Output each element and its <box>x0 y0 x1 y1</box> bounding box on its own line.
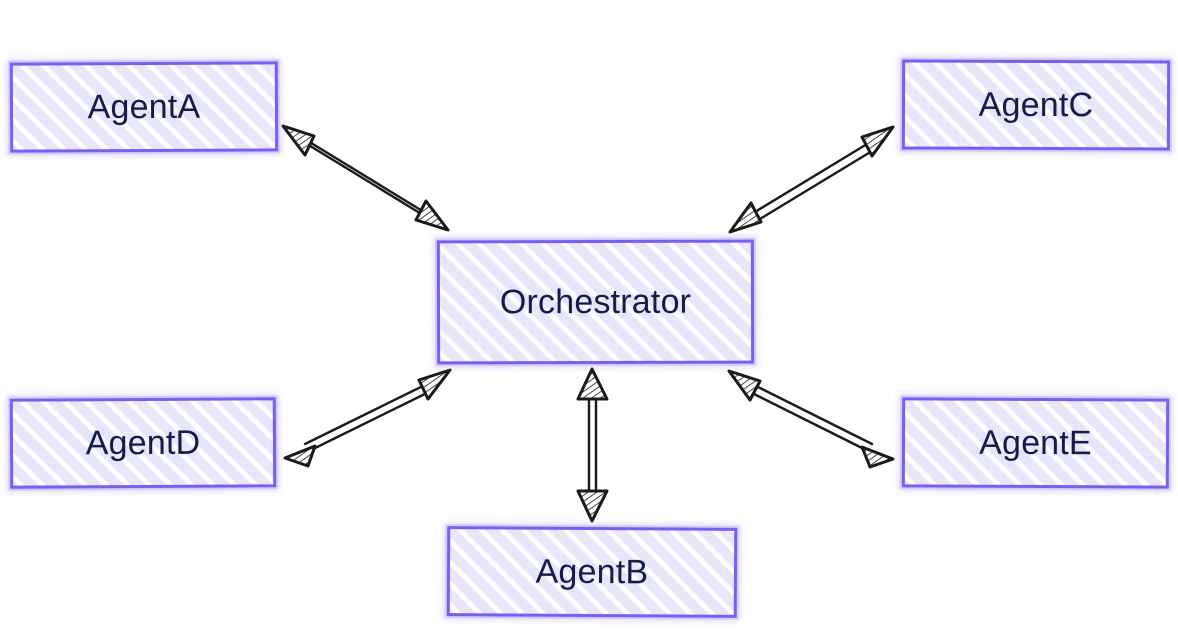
node-agentE-label: AgentE <box>979 423 1092 463</box>
edge-orchestrator-agentD[interactable] <box>283 368 452 468</box>
node-agentC-label: AgentC <box>978 85 1094 125</box>
edge-orchestrator-agentA[interactable] <box>281 124 450 232</box>
node-agentD[interactable]: AgentD <box>9 397 277 489</box>
edge-orchestrator-agentC[interactable] <box>728 125 895 234</box>
node-orchestrator-label: Orchestrator <box>499 282 692 322</box>
node-agentC[interactable]: AgentC <box>901 59 1171 151</box>
node-agentE[interactable]: AgentE <box>901 397 1170 489</box>
node-agentB-label: AgentB <box>535 552 649 592</box>
node-agentA[interactable]: AgentA <box>9 61 279 153</box>
node-agentB[interactable]: AgentB <box>446 526 738 618</box>
edge-orchestrator-agentB[interactable] <box>576 367 609 523</box>
node-agentD-label: AgentD <box>85 423 201 463</box>
node-orchestrator[interactable]: Orchestrator <box>436 239 755 365</box>
edge-orchestrator-agentE[interactable] <box>727 369 895 469</box>
node-agentA-label: AgentA <box>87 87 201 127</box>
